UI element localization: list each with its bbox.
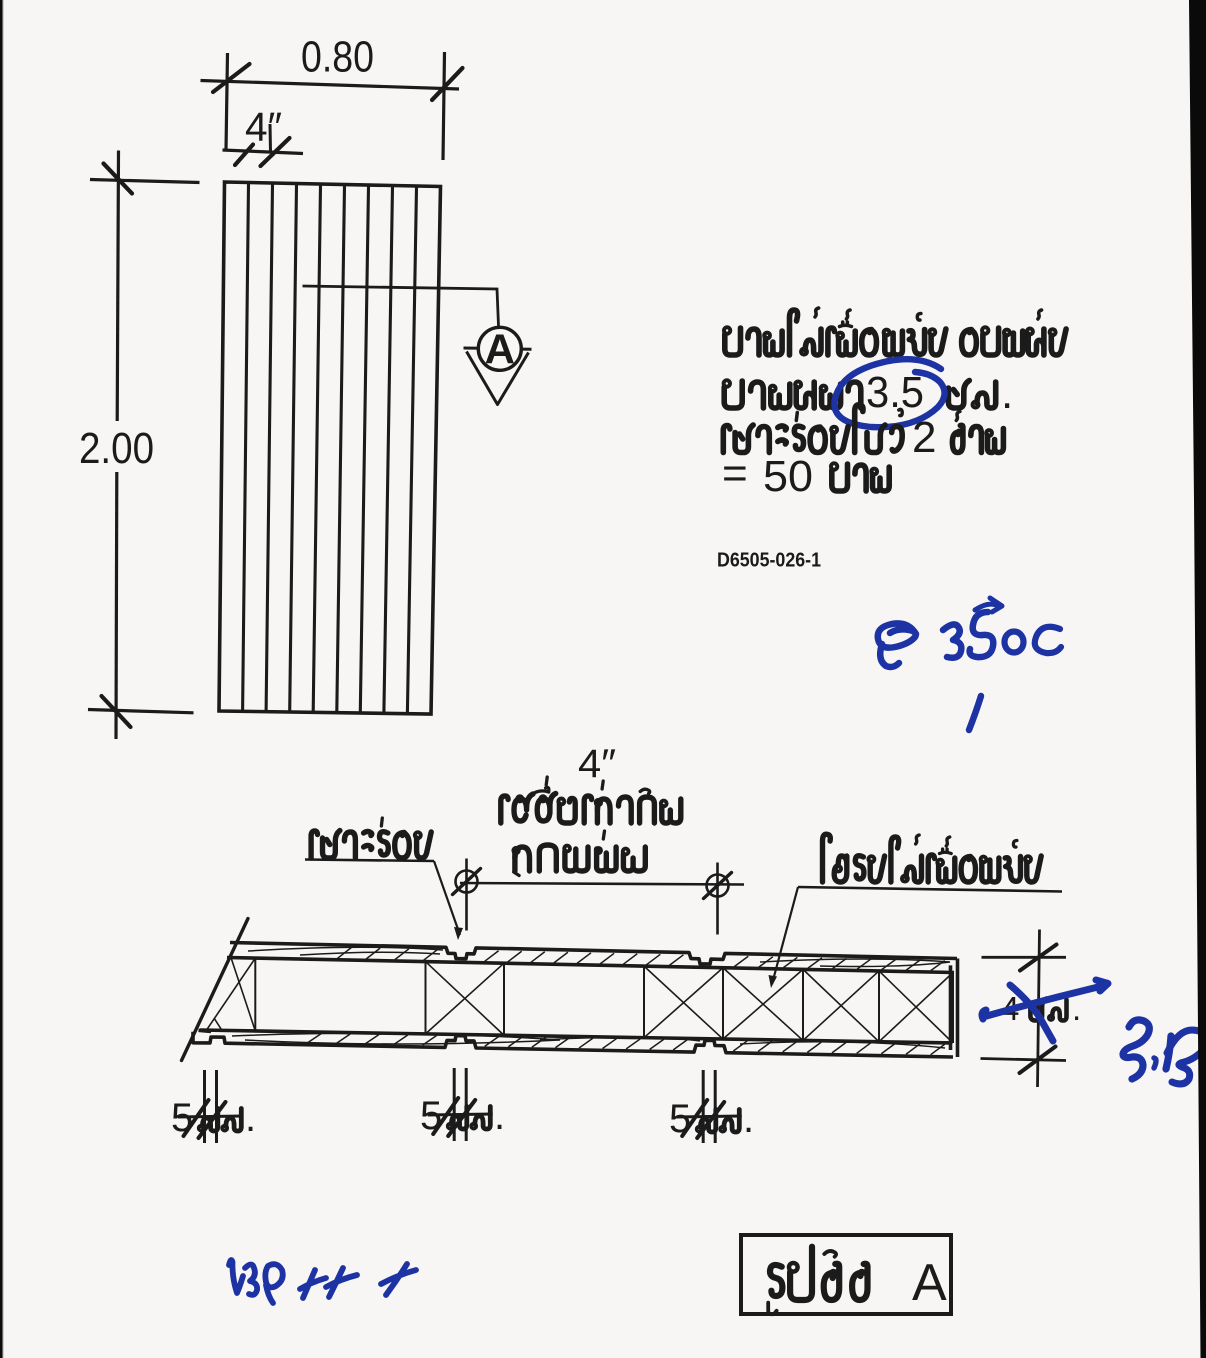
svg-text:D6505-026-1: D6505-026-1 <box>717 549 821 572</box>
svg-text:.: . <box>494 1094 505 1138</box>
svg-text:3.5: 3.5 <box>866 368 924 417</box>
svg-text:.: . <box>743 1097 754 1141</box>
svg-text:A: A <box>485 326 515 373</box>
svg-text:5: 5 <box>669 1097 691 1141</box>
svg-text:5: 5 <box>420 1094 442 1138</box>
svg-text:A: A <box>912 1254 947 1312</box>
svg-text:0.80: 0.80 <box>301 33 374 82</box>
svg-text:.: . <box>1072 990 1081 1027</box>
svg-text:2: 2 <box>912 413 936 462</box>
svg-text:.: . <box>1001 369 1013 418</box>
svg-text:=: = <box>722 449 748 498</box>
svg-text:50: 50 <box>763 452 813 501</box>
svg-text:.: . <box>245 1096 256 1140</box>
svg-text:4″: 4″ <box>245 104 282 150</box>
svg-text:4″: 4″ <box>578 742 616 786</box>
svg-text:5: 5 <box>171 1096 193 1140</box>
svg-text:2.00: 2.00 <box>79 424 154 473</box>
